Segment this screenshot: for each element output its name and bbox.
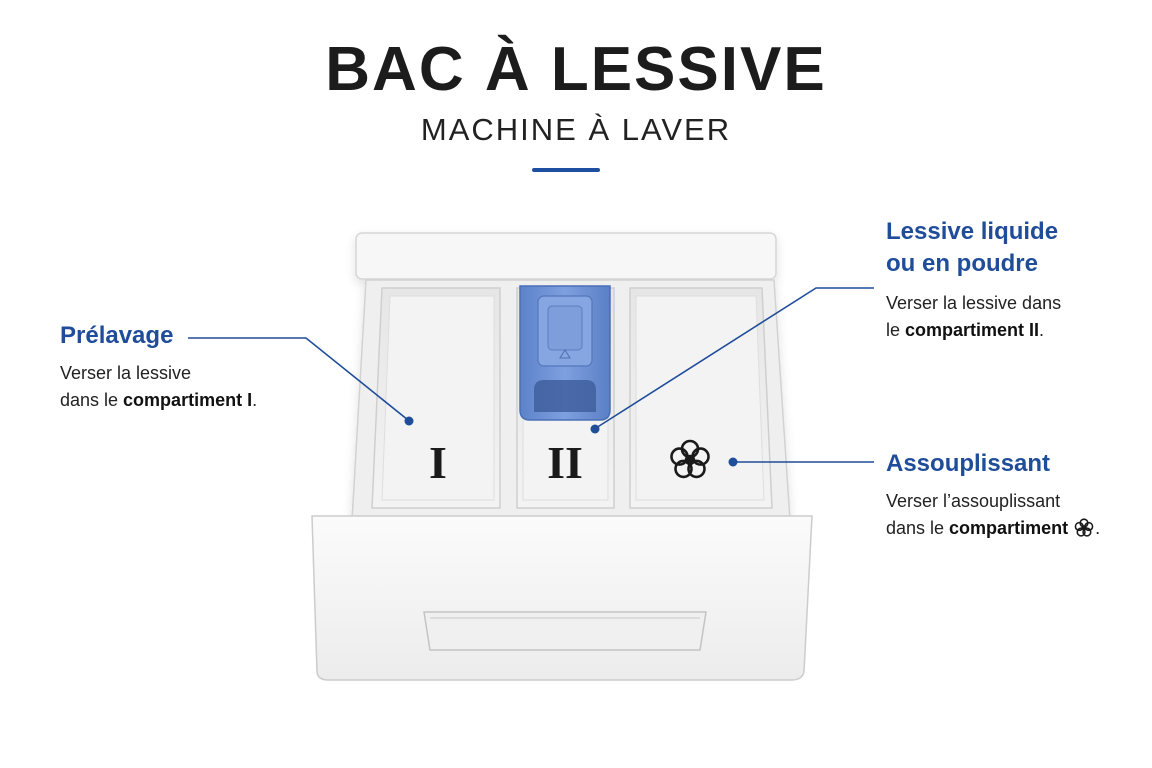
callout-assouplissant-line2-prefix: dans le [886,518,950,538]
callout-assouplissant-text: Verser l’assouplissant dans le compartim… [886,488,1141,542]
callout-lessive-title-line1: Lessive liquide [886,218,1059,245]
callout-assouplissant-title: Assouplissant [886,450,1051,477]
callout-lessive-line1: Verser la lessive dans [886,293,1062,313]
compartment-2-label: II [547,437,583,488]
callout-lessive-title: Lessive liquide ou en poudre [886,216,1136,280]
callout-lessive: Lessive liquide ou en poudre Verser la l… [886,216,1136,344]
callout-prelavage-text: Verser la lessive dans le compartiment I… [60,360,320,414]
drawer-handle[interactable] [423,611,707,651]
callout-prelavage-line2-prefix: dans le [60,390,124,410]
dot-compartment-1 [404,416,414,426]
callout-prelavage-line1: Verser la lessive [60,363,192,383]
dot-compartment-3 [728,457,738,467]
callout-assouplissant-compartment: compartiment [949,518,1069,538]
callout-prelavage-compartment: compartiment I [123,390,253,410]
compartment-1[interactable]: I [371,287,501,509]
callout-lessive-compartment: compartiment II [905,320,1040,340]
siphon-insert[interactable] [519,285,611,421]
leader-lines [188,287,874,463]
page-title: BAC À LESSIVE [325,35,827,104]
leader-line-lessive [595,287,874,429]
callout-lessive-line2-prefix: le [886,320,906,340]
leader-line-prelavage [188,337,409,421]
callout-assouplissant: Assouplissant Verser l’assouplissant dan… [886,448,1141,542]
callout-prelavage: Prélavage Verser la lessive dans le comp… [60,320,320,414]
callout-lessive-text: Verser la lessive dans le compartiment I… [886,290,1136,344]
dot-compartment-2 [590,424,600,434]
callout-assouplissant-period: . [1095,518,1101,538]
flower-icon [1074,518,1094,537]
drawer-front[interactable] [311,515,813,681]
callout-prelavage-title: Prélavage [60,322,174,349]
compartment-1-label: I [429,437,447,488]
flower-icon [670,439,710,479]
callout-prelavage-period: . [252,390,258,410]
page-subtitle: MACHINE À LAVER [420,112,732,147]
callout-assouplissant-line1: Verser l’assouplissant [886,491,1061,511]
leader-dots [404,416,738,467]
title-underline [532,168,600,172]
callout-lessive-period: . [1039,320,1045,340]
compartment-3[interactable] [629,287,773,509]
callout-lessive-title-line2: ou en poudre [886,250,1038,277]
